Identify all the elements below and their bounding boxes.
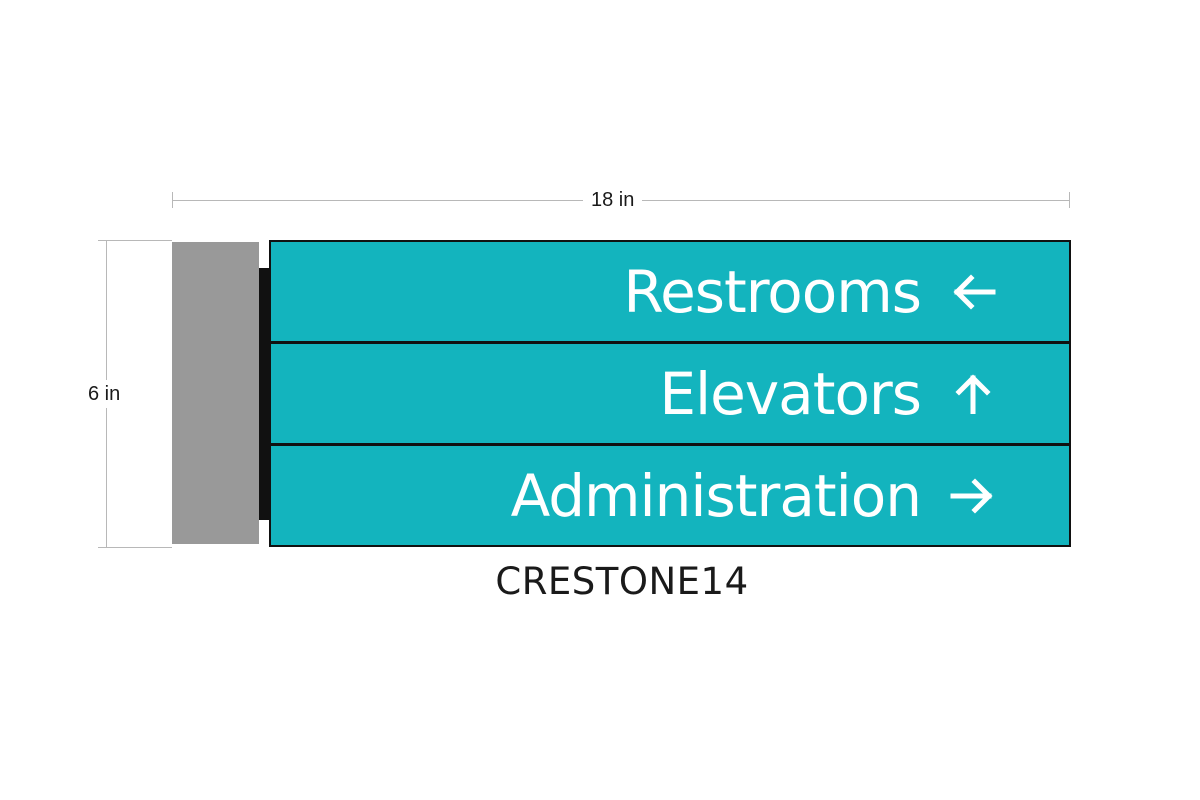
panel-label: Elevators xyxy=(659,359,922,428)
wall-mount-plate xyxy=(172,242,259,544)
product-name: CRESTONE14 xyxy=(495,560,749,603)
width-dimension-tick-left xyxy=(172,192,173,208)
directional-sign: Restrooms Elevators Administration xyxy=(269,240,1071,547)
height-dimension-tick-top xyxy=(98,240,172,241)
arrow-up-icon xyxy=(949,373,997,414)
sign-panel-administration: Administration xyxy=(271,443,1069,545)
panel-label: Restrooms xyxy=(623,257,922,326)
height-dimension-tick-bottom xyxy=(98,547,172,548)
sign-panel-elevators: Elevators xyxy=(271,341,1069,443)
arrow-left-icon xyxy=(949,272,997,312)
height-dimension-label: 6 in xyxy=(84,380,125,408)
width-dimension-label: 18 in xyxy=(583,188,643,212)
arrow-right-icon xyxy=(949,476,997,516)
panel-label: Administration xyxy=(510,461,922,530)
width-dimension-tick-right xyxy=(1069,192,1070,208)
mount-standoff xyxy=(259,268,270,520)
sign-panel-restrooms: Restrooms xyxy=(271,242,1069,341)
